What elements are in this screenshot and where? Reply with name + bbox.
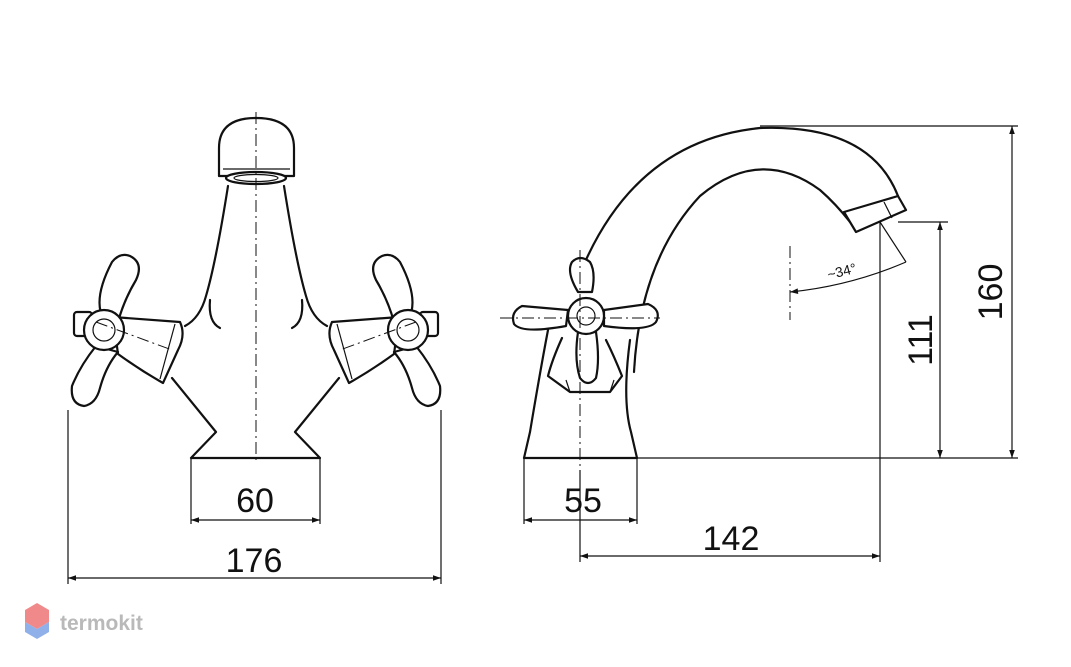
brand-name: termokit (60, 612, 143, 635)
side-handle (511, 256, 659, 385)
front-view: 60 176 (67, 112, 442, 584)
dimension-spout-height: 111 (902, 314, 940, 366)
dimension-overall-height: 160 (972, 264, 1010, 321)
right-handle (328, 253, 442, 408)
termokit-logo-icon (25, 603, 49, 639)
dimension-base-width: 60 (236, 482, 274, 520)
dimension-spout-reach: 142 (703, 520, 760, 558)
spout-arc (583, 126, 900, 264)
left-handle (70, 253, 184, 408)
termokit-watermark: termokit (25, 603, 143, 639)
side-view: ~34° 55 142 111 160 (500, 125, 1018, 562)
dimension-spout-angle: ~34° (826, 260, 858, 283)
dimension-overall-width: 176 (226, 542, 283, 580)
dimension-base-depth: 55 (564, 482, 602, 520)
spout-tip (842, 194, 908, 234)
